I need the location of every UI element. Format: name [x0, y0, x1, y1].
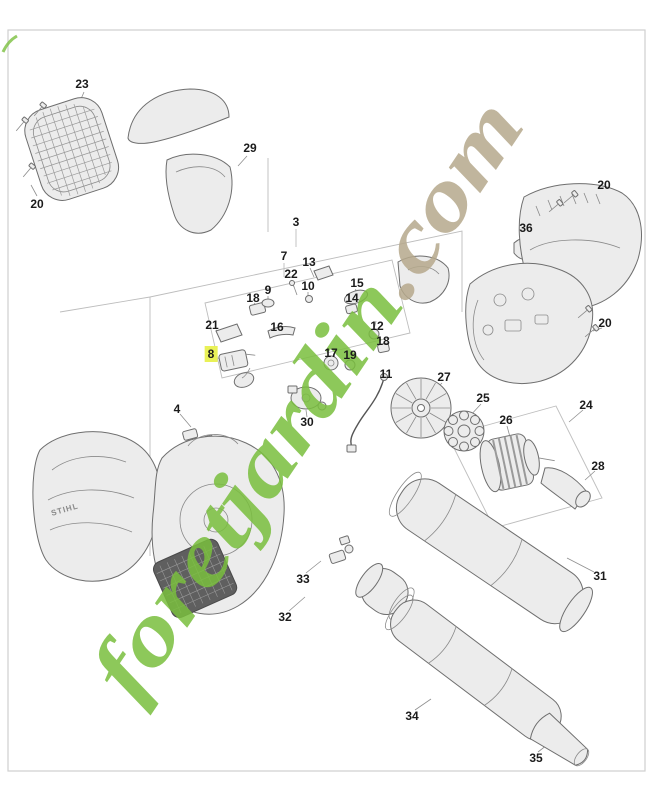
part-28-cone: [540, 467, 591, 510]
part-number-21[interactable]: 21: [205, 318, 219, 332]
part-number-10[interactable]: 10: [301, 279, 315, 293]
part-number-20[interactable]: 20: [30, 197, 44, 211]
part-number-15[interactable]: 15: [350, 276, 364, 290]
part-25-paddle-wheel: [443, 410, 485, 452]
part-number-12[interactable]: 12: [370, 319, 384, 333]
part-number-3[interactable]: 3: [292, 215, 300, 229]
carburetor-parts-group: [215, 265, 390, 453]
part-number-34[interactable]: 34: [405, 709, 419, 723]
part-31-blower-tube-upper: [388, 471, 593, 633]
part-number-16[interactable]: 16: [270, 320, 284, 334]
part-number-11[interactable]: 11: [379, 367, 393, 381]
part-30-assembly: [287, 385, 327, 411]
part-number-23[interactable]: 23: [75, 77, 89, 91]
part-number-33[interactable]: 33: [296, 572, 310, 586]
part-number-19[interactable]: 19: [343, 348, 357, 362]
part-11-wire: [350, 377, 385, 448]
part-number-36[interactable]: 36: [519, 221, 533, 235]
part-number-35[interactable]: 35: [529, 751, 543, 765]
part-number-31[interactable]: 31: [593, 569, 607, 583]
part-number-18[interactable]: 18: [246, 291, 260, 305]
part-number-18[interactable]: 18: [376, 334, 390, 348]
part-34-blower-tube-lower: [384, 594, 562, 741]
part-26-motor: [479, 433, 555, 493]
watermark-text: foretjardin.com: [71, 82, 543, 717]
part-number-26[interactable]: 26: [499, 413, 513, 427]
part-number-22[interactable]: 22: [284, 267, 298, 281]
screw-fasteners-right: [548, 190, 600, 338]
part-8-ignition-module: [218, 349, 256, 372]
part-number-14[interactable]: 14: [345, 291, 359, 305]
part-29-cover: [127, 88, 233, 234]
part-number-4[interactable]: 4: [173, 402, 181, 416]
part-number-25[interactable]: 25: [476, 391, 490, 405]
part-number-24[interactable]: 24: [579, 398, 593, 412]
part-number-32[interactable]: 32: [278, 610, 292, 624]
part-27-fan-wheel: [390, 377, 452, 439]
part-number-29[interactable]: 29: [243, 141, 257, 155]
part-right-housing-mid: [465, 262, 594, 384]
part-number-28[interactable]: 28: [591, 459, 605, 473]
part-number-20[interactable]: 20: [597, 178, 611, 192]
part-number-13[interactable]: 13: [302, 255, 316, 269]
part-35-nozzle: [529, 712, 590, 767]
diagram-frame: [7, 29, 646, 772]
part-number-8-highlighted[interactable]: 8: [204, 346, 218, 362]
part-number-30[interactable]: 30: [300, 415, 314, 429]
part-left-housing-shell: STIHL: [32, 431, 161, 582]
part-33-clamp-parts: [328, 535, 354, 564]
screw-fasteners-left: [15, 101, 47, 178]
intake-screen: [152, 538, 238, 618]
watermark-fragment: [1, 34, 18, 53]
part-number-7[interactable]: 7: [280, 249, 288, 263]
part-23-intake-grille: [24, 97, 120, 201]
part-number-27[interactable]: 27: [437, 370, 451, 384]
part-number-17[interactable]: 17: [324, 346, 338, 360]
part-trigger-assembly: [397, 255, 450, 304]
part-4-blower-housing: [151, 428, 285, 618]
part-number-9[interactable]: 9: [264, 283, 272, 297]
part-number-20[interactable]: 20: [598, 316, 612, 330]
